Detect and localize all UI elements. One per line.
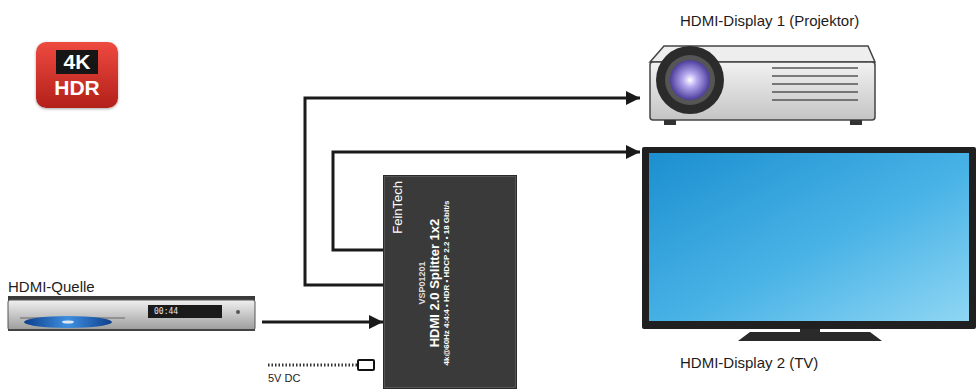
vent-lines: [772, 68, 858, 100]
player-display: [148, 305, 222, 318]
device-label: HDMI-Quelle: [8, 278, 95, 295]
product-name: HDMI 2.0 Splitter 1x2: [427, 181, 442, 385]
hdmi-splitter: FeinTech VSP01201HDMI 2.0 Splitter 1x24k@…: [383, 175, 517, 389]
hdmi-signal-arrow: [262, 321, 383, 324]
projector-lens: [670, 60, 710, 100]
tv-frame: [642, 147, 976, 329]
tv-stand: [738, 332, 882, 341]
power-cable: [268, 364, 358, 367]
player-button: [236, 310, 240, 314]
player-body: [8, 300, 255, 330]
projector-display: HDMI-Display 1 (Projektor): [640, 8, 940, 128]
format-badge: 4KHDR: [36, 42, 118, 108]
display-readout: 00:44: [154, 306, 178, 317]
lens-ring: [665, 55, 715, 105]
player-base: [8, 329, 255, 331]
tv-display: HDMI-Display 2 (TV): [640, 145, 978, 375]
brand-name: FeinTech: [390, 181, 405, 385]
tv-neck: [800, 329, 820, 332]
power-plug: [358, 360, 374, 370]
lens-housing: [656, 46, 724, 114]
device-label: HDMI-Display 1 (Projektor): [680, 12, 859, 29]
badge-hdr: HDR: [54, 76, 100, 100]
hdmi-source: HDMI-Quelle: [6, 278, 262, 334]
blu-ray-disc: [24, 316, 112, 328]
badge-4k: 4K: [56, 50, 99, 74]
tv-screen: [649, 153, 969, 321]
projector-foot: [664, 120, 676, 125]
projector-foot: [850, 120, 862, 125]
disc-hole: [62, 320, 74, 323]
device-label: HDMI-Display 2 (TV): [680, 354, 818, 371]
spec-line: 4k@60Hz 4:4:4 • HDR • HDCP 2.2 • 18 Gbit…: [442, 181, 451, 385]
power-label: 5V DC: [268, 372, 300, 385]
model-number: VSP01201: [417, 181, 427, 385]
